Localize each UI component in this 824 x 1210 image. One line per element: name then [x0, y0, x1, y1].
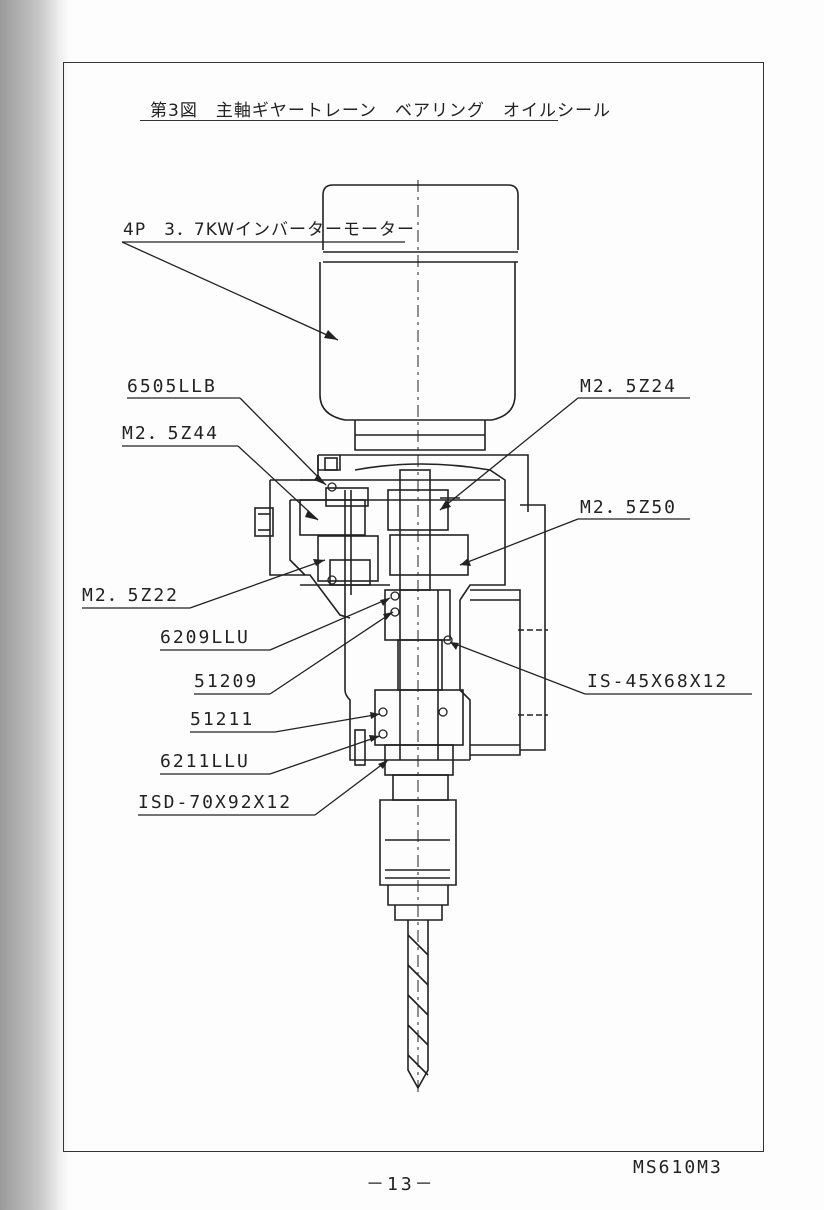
gear-shaft-left [299, 487, 379, 595]
spindle-body [344, 589, 471, 776]
label-bearing-6209llu: 6209LLU [160, 627, 250, 648]
label-bearing-6505llb: 6505LLB [127, 376, 217, 397]
document-code: MS610M3 [633, 1157, 723, 1178]
label-bearing-51209: 51209 [194, 671, 259, 692]
figure-title: 第3図 主軸ギヤートレーン ベアリング オイルシール [150, 101, 611, 121]
quill-chuck [379, 774, 457, 921]
side-housing [470, 504, 548, 756]
label-bearing-6211llu: 6211LLU [160, 751, 250, 772]
gearbox-housing [254, 454, 529, 619]
label-bearing-51211: 51211 [190, 709, 255, 730]
label-motor: 4P 3．7KWインバーターモーター [123, 220, 416, 240]
label-gear-m25z50: M2．5Z50 [580, 497, 678, 518]
drill-bit [407, 920, 429, 1090]
page-frame [63, 62, 764, 1152]
gear-shaft-right [387, 469, 469, 591]
page-number: －13－ [366, 1174, 436, 1195]
title-underline [140, 120, 558, 121]
label-gear-m25z22: M2．5Z22 [82, 585, 180, 606]
leader-lines [82, 241, 752, 816]
bearings [327, 482, 453, 739]
motor [319, 184, 519, 451]
label-seal-isd70: ISD-70X92X12 [138, 792, 293, 813]
arrowheads [305, 330, 471, 769]
label-gear-m25z24: M2．5Z24 [580, 376, 678, 397]
binding-shadow [0, 0, 70, 1210]
label-gear-m25z44: M2．5Z44 [122, 423, 220, 444]
label-seal-is45: IS-45X68X12 [587, 671, 729, 692]
